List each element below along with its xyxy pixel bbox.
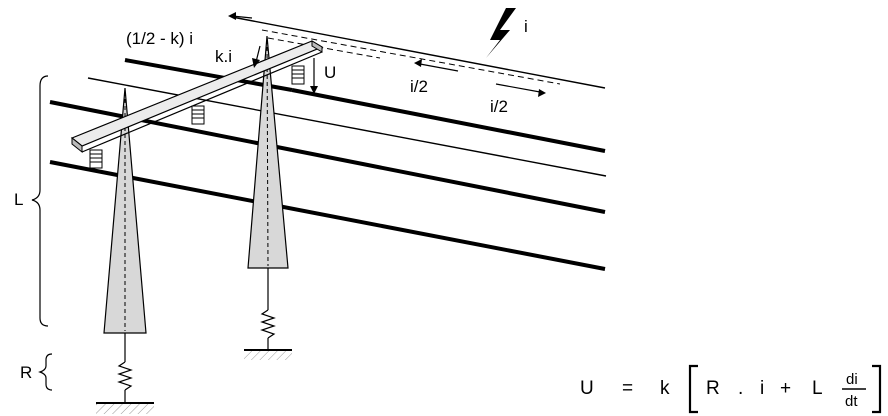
- insulator-3: [291, 65, 305, 85]
- insulator-2: [191, 105, 205, 125]
- brace-inductance: [31, 75, 49, 327]
- arrow-split-left: [228, 12, 253, 20]
- eq-equals: =: [622, 378, 633, 399]
- eq-lhs: U: [580, 378, 594, 399]
- eq-r: R: [706, 378, 720, 399]
- eq-plus: +: [780, 378, 791, 399]
- eq-dot: .: [738, 378, 743, 399]
- equation: U = k R . i + L di dt: [580, 364, 882, 414]
- label-half-b: i/2: [490, 97, 508, 116]
- eq-l: L: [812, 378, 823, 399]
- eq-bracket-left: [688, 364, 698, 414]
- eq-den: dt: [845, 393, 858, 410]
- phase-conductor-1b: [291, 88, 606, 153]
- tower-front: [96, 87, 154, 414]
- tower-rear: [244, 35, 292, 360]
- label-resistance: R: [20, 363, 32, 382]
- eq-coef: k: [660, 378, 670, 399]
- eq-i: i: [760, 378, 764, 399]
- label-inductance: L: [14, 190, 23, 209]
- phase-conductor-3: [49, 160, 606, 271]
- brace-resistance: [38, 353, 53, 391]
- current-path-dashed-2: [267, 37, 381, 59]
- arrow-ground: [252, 45, 261, 68]
- arrow-voltage: [310, 58, 318, 94]
- current-path-dashed: [261, 29, 561, 85]
- label-voltage: U: [324, 63, 336, 82]
- label-half-a: i/2: [410, 77, 428, 96]
- shield-wire-lower: [87, 77, 607, 177]
- lightning-bolt-icon: [486, 8, 516, 58]
- arrow-half-a: [414, 59, 459, 72]
- shield-wire-upper: [231, 16, 606, 89]
- label-split-left: (1/2 - k) i: [126, 29, 193, 48]
- eq-num: di: [846, 371, 858, 388]
- cross-arm: [70, 40, 324, 154]
- label-current: i: [524, 17, 528, 36]
- eq-bracket-right: [872, 364, 882, 414]
- insulator-1: [89, 149, 103, 169]
- label-split-ground: k.i: [215, 47, 232, 66]
- arrow-half-b: [495, 83, 546, 97]
